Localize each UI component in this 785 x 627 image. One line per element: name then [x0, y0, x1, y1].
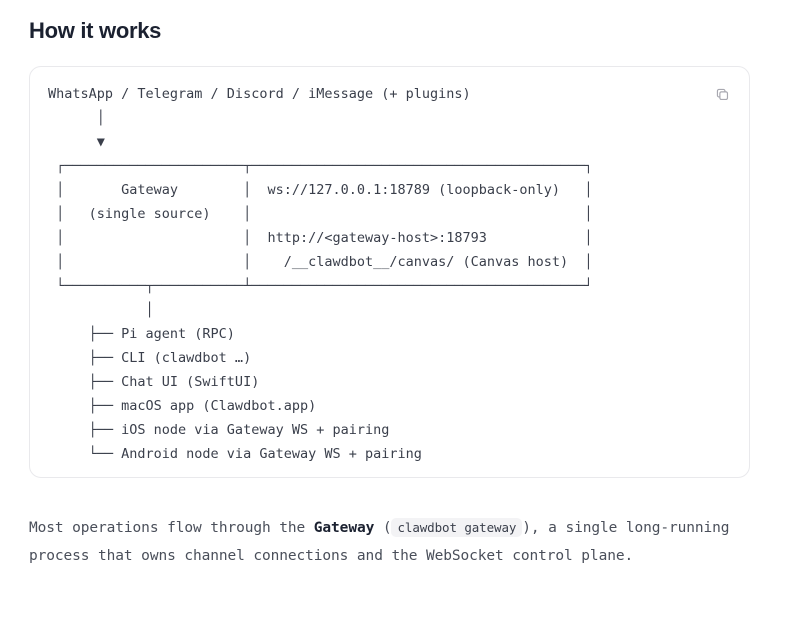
paragraph-strong-gateway: Gateway: [313, 520, 375, 536]
paragraph-tail: ), a single long-running process that ow…: [29, 520, 730, 564]
paragraph-open-paren: (: [374, 520, 392, 536]
inline-code-clawdbot-gateway: clawdbot gateway: [391, 518, 523, 537]
copy-icon-button[interactable]: [709, 81, 735, 107]
copy-icon: [715, 87, 730, 102]
architecture-ascii-diagram: WhatsApp / Telegram / Discord / iMessage…: [48, 86, 593, 462]
description-paragraph: Most operations flow through the Gateway…: [29, 514, 755, 570]
page-title: How it works: [29, 18, 162, 43]
paragraph-lead: Most operations flow through the: [29, 520, 314, 536]
diagram-code-card: WhatsApp / Telegram / Discord / iMessage…: [29, 66, 750, 478]
